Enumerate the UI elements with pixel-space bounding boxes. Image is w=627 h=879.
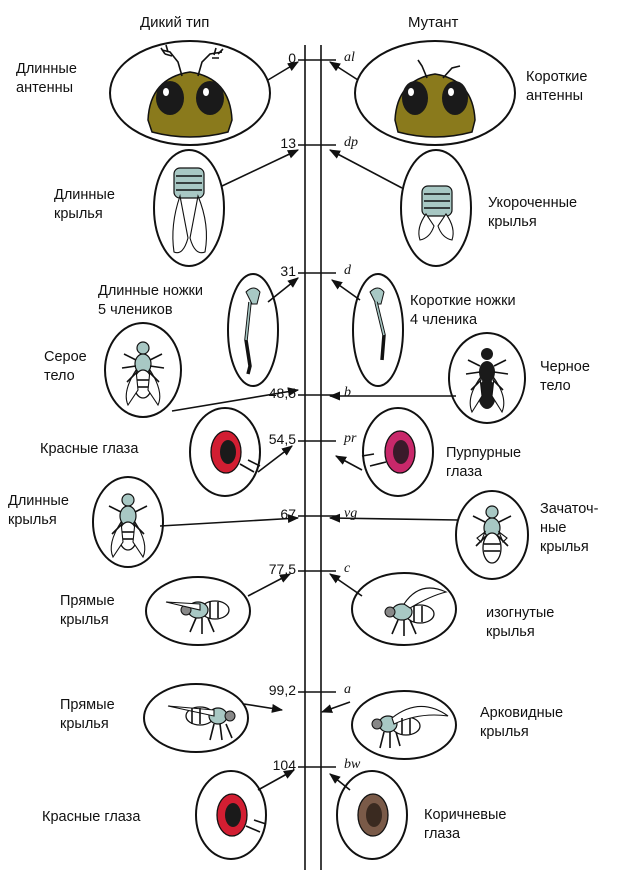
locus-position: 13: [280, 135, 296, 151]
gene-symbol: b: [344, 385, 351, 400]
wild-trait-label: Красные глаза: [42, 809, 141, 825]
arrows: [159, 61, 459, 791]
wild-trait-label: Длинные крылья: [8, 493, 69, 528]
mutant-trait-label: Короткие антенны: [526, 69, 588, 104]
locus-position: 99,2: [268, 682, 296, 698]
locus-position: 77,5: [268, 561, 296, 577]
mutant-trait-label: Зачаточ- ные крылья: [540, 501, 599, 555]
mutant-trait-label: Короткие ножки 4 членика: [410, 293, 516, 328]
wild-red-eye-illustration-2: [195, 770, 267, 860]
wild-trait-label: Длинные антенны: [16, 61, 77, 96]
wild-straight-wings-side-fly-illustration: [145, 576, 251, 646]
mutant-trait-label: Черное тело: [540, 359, 590, 394]
mutant-header: Мутант: [408, 14, 459, 31]
gene-symbol: pr: [344, 431, 357, 446]
gene-symbol: c: [344, 561, 351, 576]
gene-symbol: bw: [344, 757, 361, 772]
gene-symbol: vg: [344, 506, 358, 521]
mutant-trait-label: Арковидные крылья: [480, 705, 564, 740]
wild-long-antennae-illustration: [109, 40, 271, 146]
mutant-trait-label: Пурпурные глаза: [446, 445, 522, 480]
wild-trait-label: Прямые крылья: [60, 593, 115, 628]
mutant-short-antennae-illustration: [354, 40, 516, 146]
mutant-trait-label: Укороченные крылья: [488, 195, 578, 230]
mutant-vestigial-wings-fly-illustration: [455, 490, 529, 580]
gene-symbol: a: [344, 682, 351, 697]
locus-position: 31: [280, 263, 296, 279]
mutant-short-leg-illustration: [352, 273, 404, 387]
locus-position: 54,5: [268, 431, 296, 447]
wild-gray-body-fly-illustration: [104, 322, 182, 418]
gene-symbol: al: [344, 50, 355, 65]
mutant-curved-wings-side-fly-illustration: [351, 572, 457, 646]
locus-position: 104: [272, 757, 296, 773]
gene-symbol: dp: [344, 135, 358, 150]
mutant-trait-label: Коричневые глаза: [424, 807, 507, 842]
mutant-shortened-wings-illustration: [400, 149, 472, 267]
mutant-purple-eye-illustration: [361, 407, 434, 497]
mutant-trait-label: изогнутые крылья: [486, 605, 555, 640]
wild-long-wings-illustration: [153, 149, 225, 267]
mutant-arc-wings-side-fly-illustration: [351, 690, 457, 760]
wild-type-header: Дикий тип: [140, 14, 210, 31]
wild-trait-label: Длинные ножки 5 члеников: [98, 283, 203, 318]
locus-position: 48,5: [268, 385, 296, 401]
wild-straight-wings-side-fly-illustration-2: [143, 683, 249, 753]
locus-position: 0: [288, 50, 296, 66]
gene-symbol: d: [344, 263, 351, 278]
wild-trait-label: Серое тело: [44, 349, 87, 384]
wild-trait-label: Красные глаза: [40, 441, 139, 457]
mutant-black-body-fly-illustration: [448, 332, 526, 424]
locus-position: 67: [280, 506, 296, 522]
wild-long-wings-fly-illustration: [92, 476, 164, 568]
wild-trait-label: Длинные крылья: [54, 187, 115, 222]
wild-long-leg-illustration: [227, 273, 279, 387]
mutant-brown-eye-illustration: [336, 770, 408, 860]
wild-red-eye-illustration: [189, 407, 261, 497]
locus-ticks: [298, 59, 336, 768]
wild-trait-label: Прямые крылья: [60, 697, 115, 732]
